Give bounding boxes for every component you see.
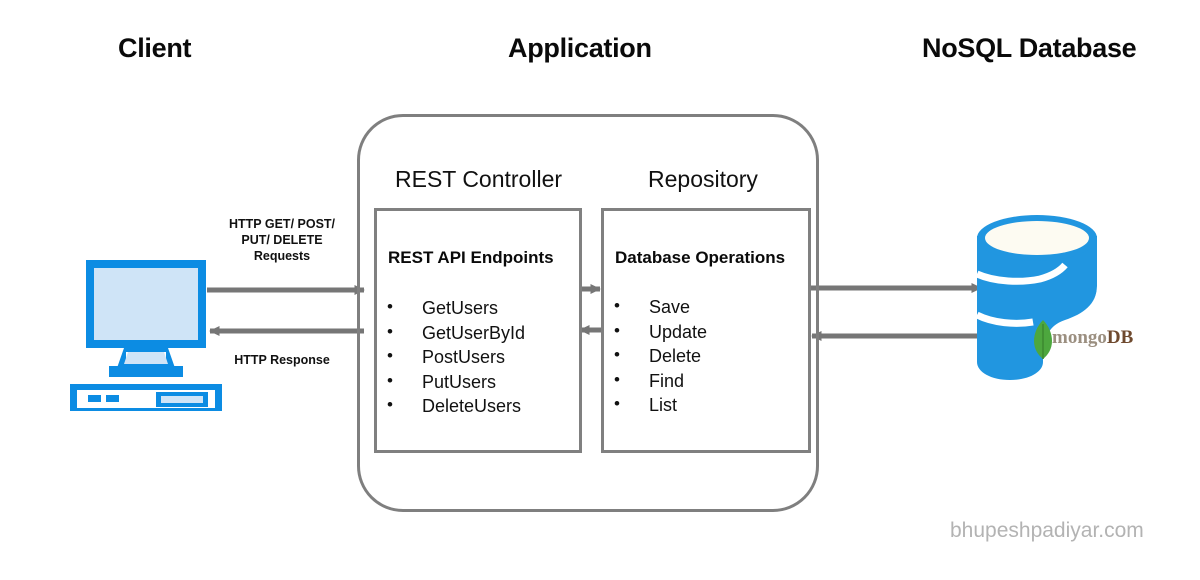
column-title-database: NoSQL Database	[922, 33, 1137, 63]
list-item: Delete	[613, 343, 707, 369]
mongodb-wordmark: mongoDB	[1052, 327, 1133, 349]
list-item: PostUsers	[386, 344, 525, 370]
database-operations-heading: Database Operations	[615, 248, 786, 267]
rest-api-endpoints-heading: REST API Endpoints	[388, 248, 554, 267]
list-item: GetUserById	[386, 320, 525, 346]
column-title-application: Application	[508, 33, 652, 63]
mongodb-leaf-icon	[1034, 320, 1052, 359]
section-title-repository: Repository	[648, 166, 758, 192]
edge-label-request-line1: HTTP GET/ POST/	[228, 217, 336, 231]
watermark: bhupeshpadiyar.com	[950, 519, 1144, 542]
rest-endpoint-list: GetUsers GetUserById PostUsers PutUsers …	[386, 295, 525, 419]
edge-label-response: HTTP Response	[234, 353, 330, 367]
mongodb-wordmark-mongo: mongo	[1052, 327, 1107, 348]
list-item: GetUsers	[386, 295, 525, 321]
edge-label-request: HTTP GET/ POST/ PUT/ DELETE Requests	[206, 216, 358, 264]
column-title-client: Client	[118, 33, 192, 63]
list-item: DeleteUsers	[386, 393, 525, 419]
list-item: List	[613, 392, 707, 418]
section-title-rest-controller: REST Controller	[395, 166, 563, 192]
list-item: Find	[613, 368, 707, 394]
mongodb-cylinder-icon	[975, 215, 1109, 380]
database-operation-list: Save Update Delete Find List	[613, 294, 707, 418]
edge-label-request-line3: Requests	[253, 249, 311, 263]
list-item: PutUsers	[386, 369, 525, 395]
list-item: Save	[613, 294, 707, 320]
edge-label-request-line2: PUT/ DELETE	[241, 233, 323, 247]
client-computer-icon	[70, 260, 222, 411]
list-item: Update	[613, 319, 707, 345]
mongodb-wordmark-db: DB	[1106, 327, 1134, 348]
application-container	[357, 114, 819, 512]
